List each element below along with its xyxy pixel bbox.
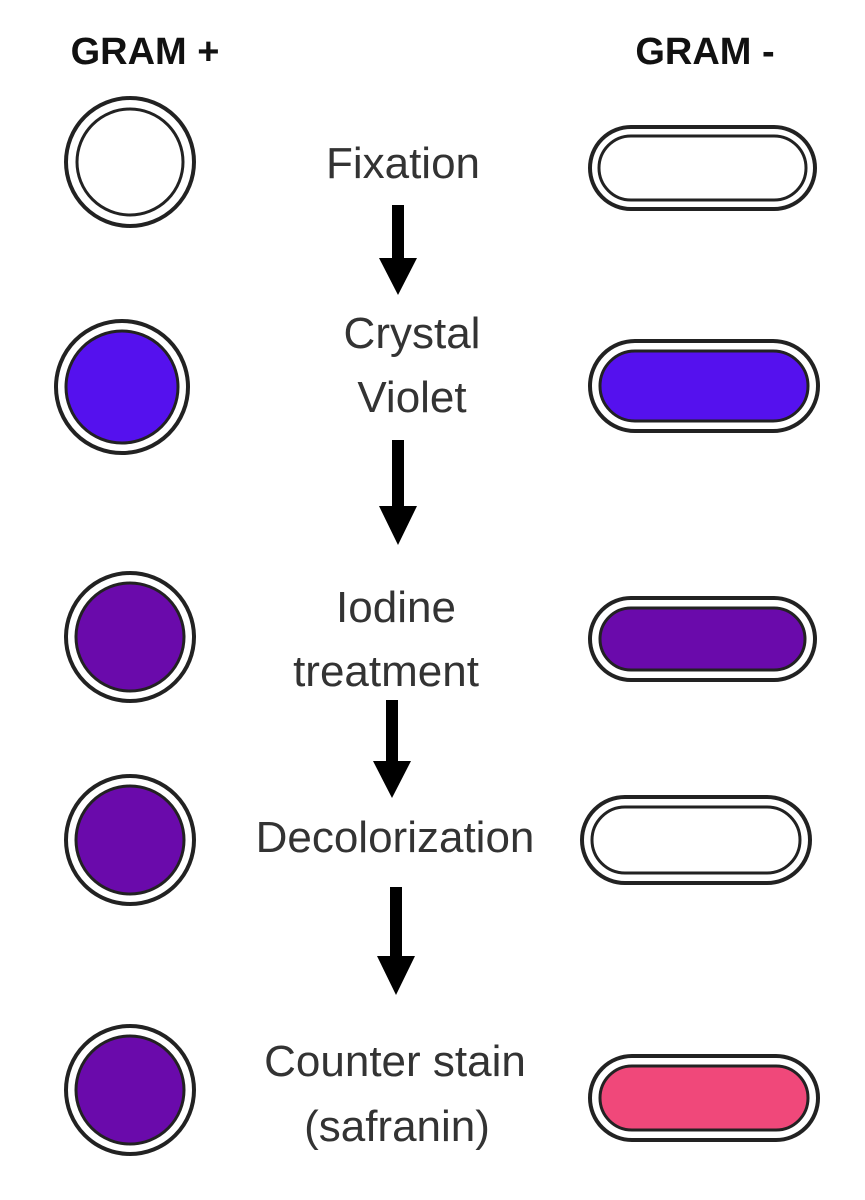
step-label-line: Fixation <box>326 139 480 188</box>
gram-negative-cell-fill <box>598 1064 810 1132</box>
step-label-line: Violet <box>357 373 466 422</box>
gram-positive-header: GRAM + <box>71 31 220 73</box>
arrow-down-icon <box>379 205 417 295</box>
gram-positive-cell-fill <box>75 107 185 217</box>
step-iodine-treatment: Iodine treatment <box>64 571 817 703</box>
step-fixation: Fixation <box>64 96 817 228</box>
step-label-line: Iodine <box>336 583 456 632</box>
arrow-down-icon <box>373 700 411 798</box>
gram-negative-cell-fill <box>597 134 808 202</box>
step-decolorization: Decolorization <box>64 774 812 906</box>
step-crystal-violet: Crystal Violet <box>54 309 820 455</box>
step-label-line: (safranin) <box>304 1102 490 1151</box>
gram-positive-cell-fill <box>74 581 186 693</box>
gram-positive-cell-fill <box>74 784 186 896</box>
arrow-down-icon <box>377 887 415 995</box>
step-label-line: treatment <box>293 647 479 696</box>
gram-negative-cell-fill <box>590 805 802 875</box>
step-label-line: Counter stain <box>264 1037 526 1086</box>
gram-negative-header: GRAM - <box>635 31 774 73</box>
gram-negative-cell-fill <box>598 349 810 423</box>
step-counter-stain: Counter stain (safranin) <box>64 1024 820 1156</box>
gram-positive-cell-fill <box>74 1034 186 1146</box>
step-label-line: Crystal <box>344 309 481 358</box>
step-label-line: Decolorization <box>256 813 535 862</box>
gram-positive-cell-fill <box>64 329 180 445</box>
gram-negative-cell-fill <box>598 606 807 672</box>
arrow-down-icon <box>379 440 417 545</box>
